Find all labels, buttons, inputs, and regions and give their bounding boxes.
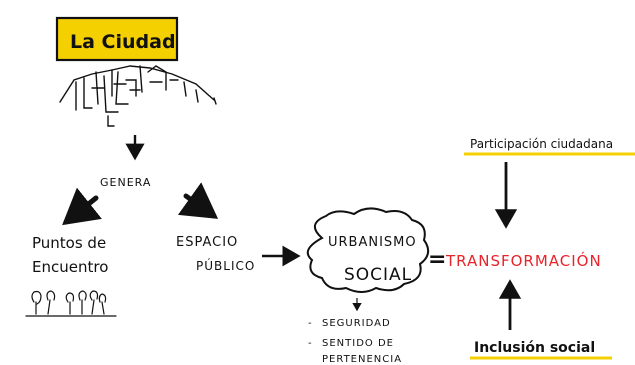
people-sketch-icon (25, 290, 117, 317)
bullet-security: SEGURIDAD (322, 318, 391, 329)
bullet-dash-1: - (308, 318, 313, 329)
bullet-belonging-line2: PERTENENCIA (322, 354, 402, 365)
cloud-outline-icon (306, 207, 430, 293)
arrow-right-down-icon (177, 182, 219, 219)
social-urbanism-line2: SOCIAL (344, 265, 412, 285)
bullet-dash-2: - (308, 338, 313, 349)
meeting-points-line2: Encuentro (32, 258, 108, 276)
social-inclusion-label: Inclusión social (474, 340, 595, 356)
arrow-left-down-icon (62, 187, 102, 226)
transformation-label: TRANSFORMACIÓN (445, 251, 602, 270)
meeting-points-line1: Puntos de (32, 234, 106, 252)
city-skyline-sketch-icon (59, 65, 217, 127)
equals-sign: = (428, 247, 446, 272)
city-title: La Ciudad (70, 31, 176, 53)
social-urbanism-line1: URBANISMO (328, 235, 417, 250)
city-title-box: La Ciudad (55, 16, 179, 62)
public-space-line1: ESPACIO (176, 235, 238, 250)
genera-label: GENERA (100, 176, 151, 189)
bullet-belonging-line1: SENTIDO DE (322, 338, 394, 349)
citizen-participation-label: Participación ciudadana (470, 137, 613, 151)
public-space-line2: PÚBLICO (196, 258, 255, 273)
